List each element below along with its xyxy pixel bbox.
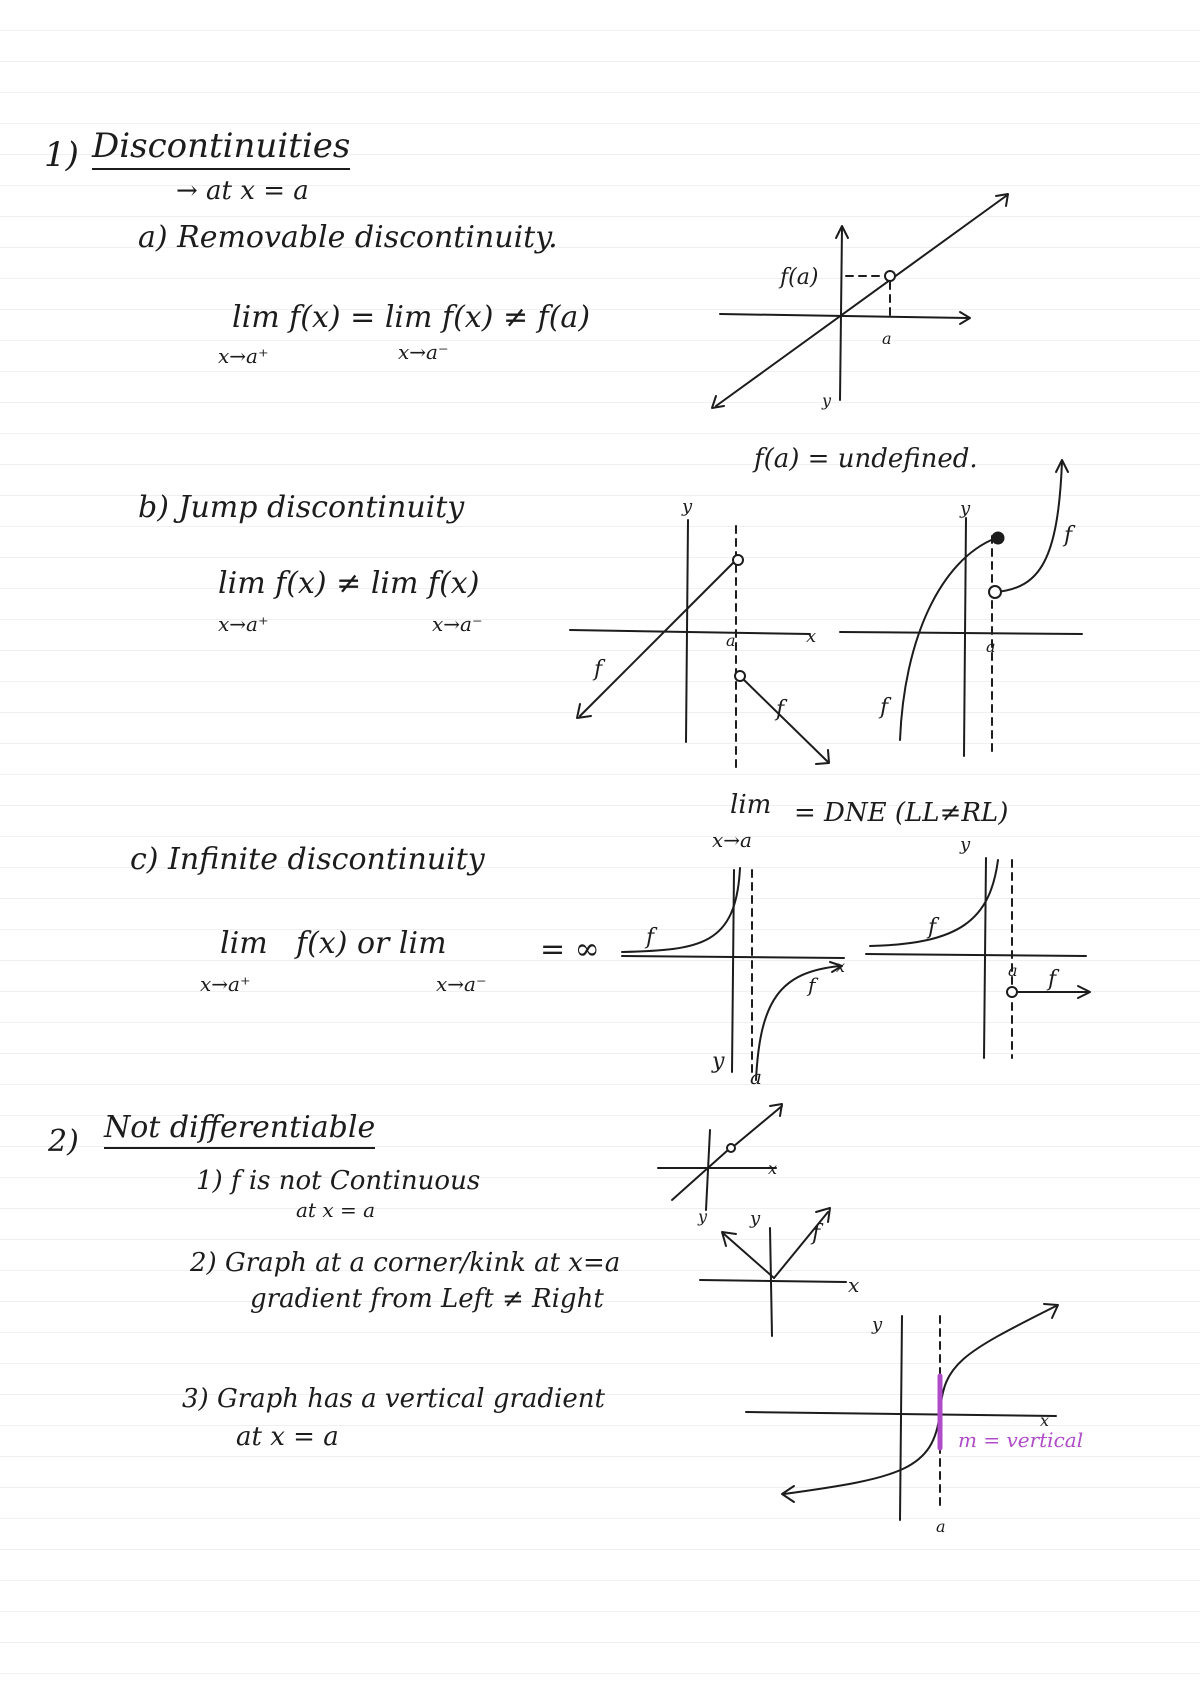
nd-g2-y: y [749, 1208, 761, 1229]
nd-g1-x: x [768, 1159, 777, 1178]
jump-g2-a: a [986, 637, 996, 656]
jump-formula: lim f(x) ≠ lim f(x) [218, 566, 480, 601]
inf-g2-y: y [959, 834, 971, 855]
section-1-title: Discontinuities [92, 126, 351, 170]
infinite-sub-2: x→a⁻ [436, 972, 487, 996]
removable-sub-1: x→a⁺ [218, 344, 269, 368]
inf-g1-a: a [750, 1065, 762, 1089]
nd-g3-a: a [936, 1517, 946, 1536]
dne-sub: x→a [712, 828, 752, 852]
inf-g2-a: a [1008, 961, 1018, 980]
graph-a-label: a [882, 329, 892, 348]
removable-label: a) Removable discontinuity. [138, 220, 558, 255]
graph-fa-label: f(a) [778, 265, 818, 290]
jump-g1-x: x [806, 626, 816, 647]
nd-item-2: 2) Graph at a corner/kink at x=a [190, 1248, 621, 1278]
infinite-equals-infinity: = ∞ [540, 932, 600, 967]
jump-g1-a: a [726, 631, 736, 650]
jump-g2-y: y [959, 498, 971, 519]
nd-item-1: 1) f is not Continuous [196, 1166, 481, 1196]
dne-lim: lim [730, 790, 772, 820]
jump-label: b) Jump discontinuity [138, 490, 465, 525]
removable-sub-2: x→a⁻ [398, 340, 449, 364]
graph-y-label: y [821, 391, 832, 410]
at-x-equals-a: → at x = a [176, 176, 309, 206]
undefined-note: f(a) = undefined. [754, 444, 978, 474]
nd-item-1-sub: at x = a [296, 1198, 375, 1222]
inf-g1-x: x [836, 957, 845, 976]
dne-rhs: = DNE (LL≠RL) [794, 798, 1009, 828]
removable-formula: lim f(x) = lim f(x) ≠ f(a) [232, 300, 591, 335]
infinite-sub-1: x→a⁺ [200, 972, 251, 996]
nd-g3-x: x [1040, 1411, 1049, 1430]
nd-g2-x: x [848, 1273, 859, 1297]
jump-g1-y: y [681, 496, 693, 517]
section-2-number: 2) [48, 1124, 79, 1159]
jump-sub-1: x→a⁺ [218, 612, 269, 636]
vertical-gradient-note: m = vertical [958, 1428, 1084, 1452]
inf-g1-y: y [711, 1049, 725, 1074]
nd-g3-y: y [871, 1314, 883, 1335]
nd-item-2-sub: gradient from Left ≠ Right [250, 1284, 604, 1314]
section-2-title: Not differentiable [104, 1110, 376, 1149]
nd-item-3: 3) Graph has a vertical gradient [182, 1384, 605, 1414]
nd-item-3-sub: at x = a [236, 1422, 339, 1452]
infinite-formula-mid: f(x) or lim [296, 926, 447, 961]
section-1-number: 1) [44, 135, 79, 175]
infinite-lim-1: lim [220, 926, 268, 961]
jump-sub-2: x→a⁻ [432, 612, 483, 636]
nd-g1-y: y [697, 1207, 708, 1226]
infinite-label: c) Infinite discontinuity [130, 842, 485, 877]
